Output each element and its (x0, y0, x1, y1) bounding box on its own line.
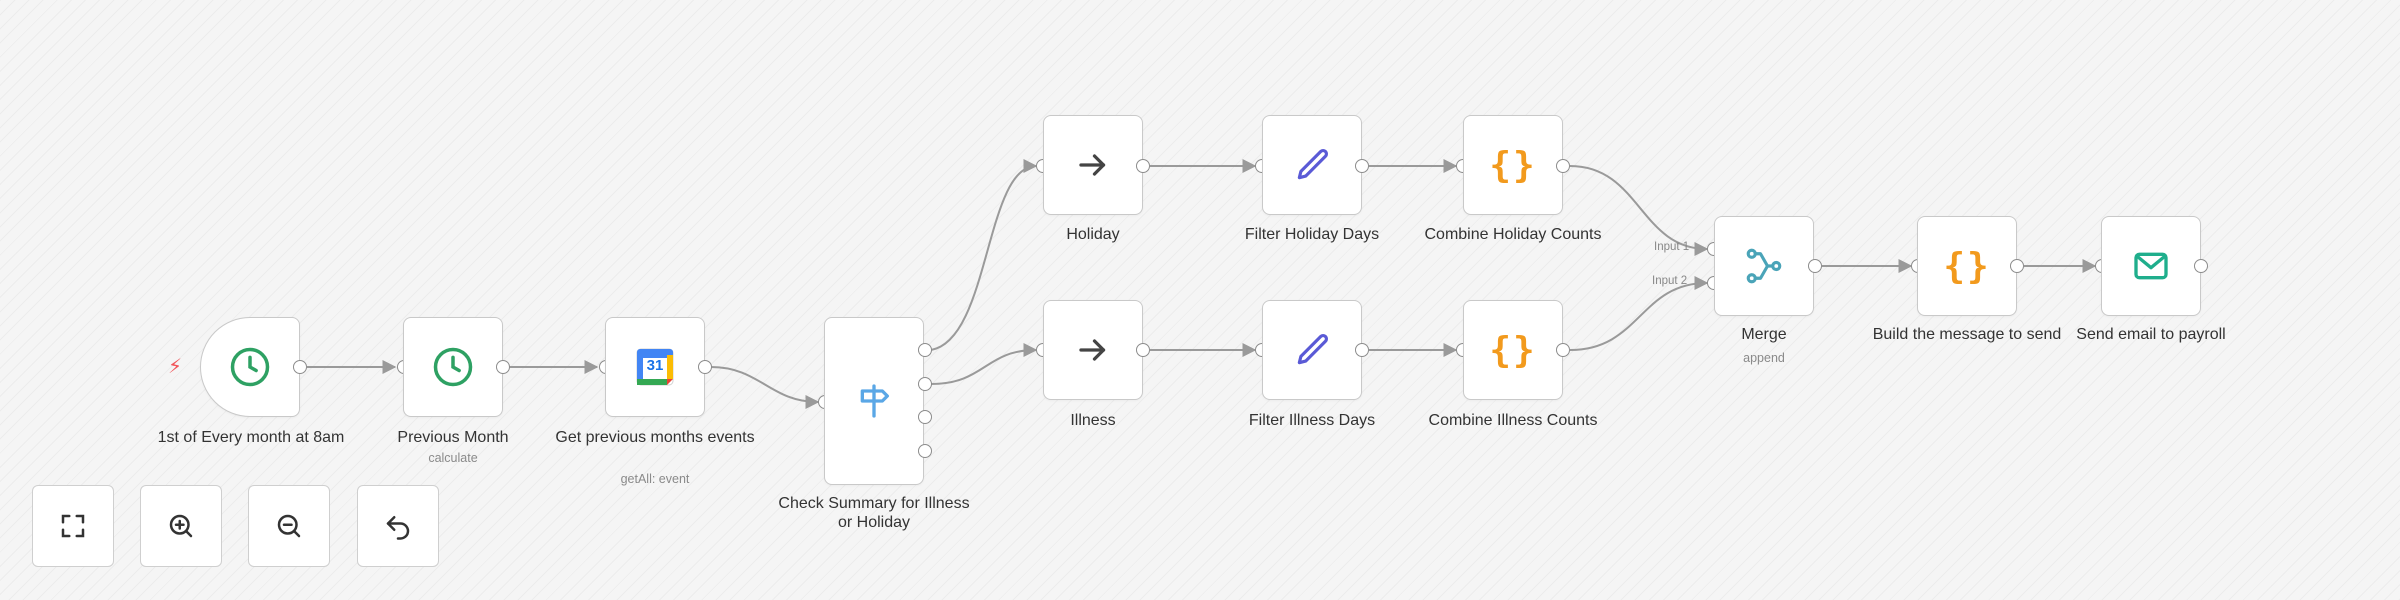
node-merge[interactable] (1714, 216, 1814, 316)
trigger-bolt-icon: ⚡︎ (168, 356, 183, 378)
combine-illness-output-port[interactable] (1556, 343, 1570, 357)
filter-holiday-output-port[interactable] (1355, 159, 1369, 173)
node-sublabel: append (1743, 351, 1785, 365)
node-illness[interactable] (1043, 300, 1143, 400)
merge-input-1-label: Input 1 (1654, 241, 1690, 253)
trigger-output-port[interactable] (293, 360, 307, 374)
node-label: Check Summary for Illness or Holiday (778, 495, 970, 531)
filter-illness-output-port[interactable] (1355, 343, 1369, 357)
braces-icon: {} (1489, 329, 1537, 371)
edge-check-holiday (930, 159, 1038, 351)
arrow-right-icon (1070, 327, 1116, 373)
zoom-in-button[interactable] (140, 485, 222, 567)
braces-icon: {} (1489, 144, 1537, 186)
braces-icon: {} (1943, 245, 1991, 287)
holiday-output-port[interactable] (1136, 159, 1150, 173)
envelope-icon (2128, 243, 2174, 289)
build-message-output-port[interactable] (2010, 259, 2024, 273)
node-filter-holiday[interactable] (1262, 115, 1362, 215)
check-summary-output-port-1[interactable] (918, 343, 932, 357)
reset-button[interactable] (357, 485, 439, 567)
node-label: Illness (1070, 412, 1116, 429)
check-summary-output-port-4[interactable] (918, 444, 932, 458)
node-label: Filter Illness Days (1248, 412, 1376, 429)
calendar-day-number: 31 (646, 357, 664, 374)
edge-get-events-check-summary (710, 366, 820, 409)
merge-icon (1741, 243, 1787, 289)
node-build-message[interactable]: {} (1917, 216, 2017, 316)
undo-icon (386, 516, 410, 540)
node-label: Combine Illness Counts (1428, 412, 1598, 429)
illness-output-port[interactable] (1136, 343, 1150, 357)
node-trigger[interactable] (200, 317, 300, 417)
merge-output-port[interactable] (1808, 259, 1822, 273)
zoom-out-icon (277, 514, 301, 538)
clock-icon (430, 344, 476, 390)
signpost-icon (851, 378, 897, 424)
arrow-right-icon (1070, 142, 1116, 188)
merge-input-2-label: Input 2 (1652, 275, 1688, 287)
node-holiday[interactable] (1043, 115, 1143, 215)
edge-check-illness (930, 343, 1038, 385)
previous-month-output-port[interactable] (496, 360, 510, 374)
node-label: Send email to payroll (2076, 326, 2226, 343)
clock-icon (227, 344, 273, 390)
node-check-summary[interactable] (824, 317, 924, 485)
node-sublabel: getAll: event (620, 472, 690, 486)
google-calendar-icon (632, 344, 678, 390)
node-label: Previous Month (397, 429, 509, 446)
node-filter-illness[interactable] (1262, 300, 1362, 400)
get-events-output-port[interactable] (698, 360, 712, 374)
pencil-icon (1289, 142, 1335, 188)
node-previous-month[interactable] (403, 317, 503, 417)
node-combine-holiday[interactable]: {} (1463, 115, 1563, 215)
fit-view-button[interactable] (32, 485, 114, 567)
combine-holiday-output-port[interactable] (1556, 159, 1570, 173)
node-label: Merge (1741, 326, 1787, 343)
node-label: Build the message to send (1872, 326, 2062, 343)
node-sublabel: calculate (428, 451, 478, 465)
check-summary-output-port-2[interactable] (918, 377, 932, 391)
node-label: 1st of Every month at 8am (157, 429, 345, 446)
fit-view-icon (61, 514, 85, 538)
zoom-in-icon (169, 514, 193, 538)
node-send-email[interactable] (2101, 216, 2201, 316)
zoom-out-button[interactable] (248, 485, 330, 567)
node-combine-illness[interactable]: {} (1463, 300, 1563, 400)
node-label: Filter Holiday Days (1244, 226, 1380, 243)
node-get-events[interactable]: 31 (605, 317, 705, 417)
node-label: Get previous months events (555, 429, 755, 446)
node-label: Holiday (1066, 226, 1120, 243)
check-summary-output-port-3[interactable] (918, 410, 932, 424)
node-label: Combine Holiday Counts (1424, 226, 1602, 243)
pencil-icon (1289, 327, 1335, 373)
send-email-output-port[interactable] (2194, 259, 2208, 273)
